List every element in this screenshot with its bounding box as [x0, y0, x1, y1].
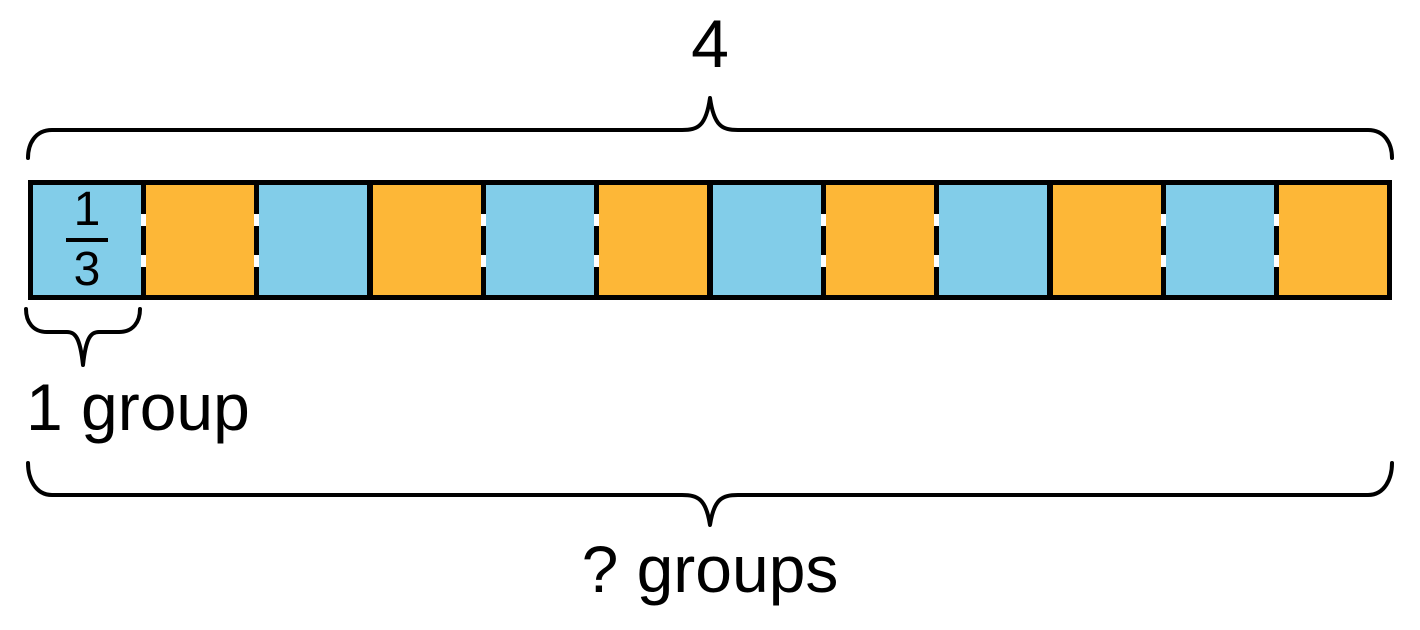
bar-segment-12-orange: [1279, 185, 1387, 295]
segment-divider-dashed: [141, 185, 146, 295]
question-groups-brace: [26, 461, 1394, 527]
one-group-brace: [24, 307, 142, 367]
bar-segment-3-blue: [259, 185, 367, 295]
bar-segment-6-orange: [599, 185, 707, 295]
bar-segment-10-orange: [1053, 185, 1161, 295]
bar-segment-2-orange: [146, 185, 254, 295]
bar-segment-7-blue: [713, 185, 821, 295]
question-groups-label: ? groups: [581, 532, 839, 606]
segment-divider-dashed: [594, 185, 599, 295]
segment-divider-solid: [1047, 185, 1053, 295]
segment-divider-dashed: [934, 185, 939, 295]
total-label: 4: [691, 6, 729, 82]
bar-segment-9-blue: [939, 185, 1047, 295]
top-brace: [26, 96, 1394, 160]
segment-divider-solid: [707, 185, 713, 295]
one-group-label: 1 group: [26, 370, 250, 444]
bar-segment-4-orange: [373, 185, 481, 295]
segment-divider-dashed: [1274, 185, 1279, 295]
fraction-denominator: 3: [73, 243, 101, 296]
segment-divider-dashed: [821, 185, 826, 295]
segment-divider-solid: [367, 185, 373, 295]
segment-divider-dashed: [1161, 185, 1166, 295]
bar-segment-11-blue: [1166, 185, 1274, 295]
segment-divider-dashed: [254, 185, 259, 295]
bar-segment-8-orange: [826, 185, 934, 295]
fraction-numerator: 1: [65, 186, 109, 242]
segment-divider-dashed: [481, 185, 486, 295]
bar-segment-5-blue: [486, 185, 594, 295]
